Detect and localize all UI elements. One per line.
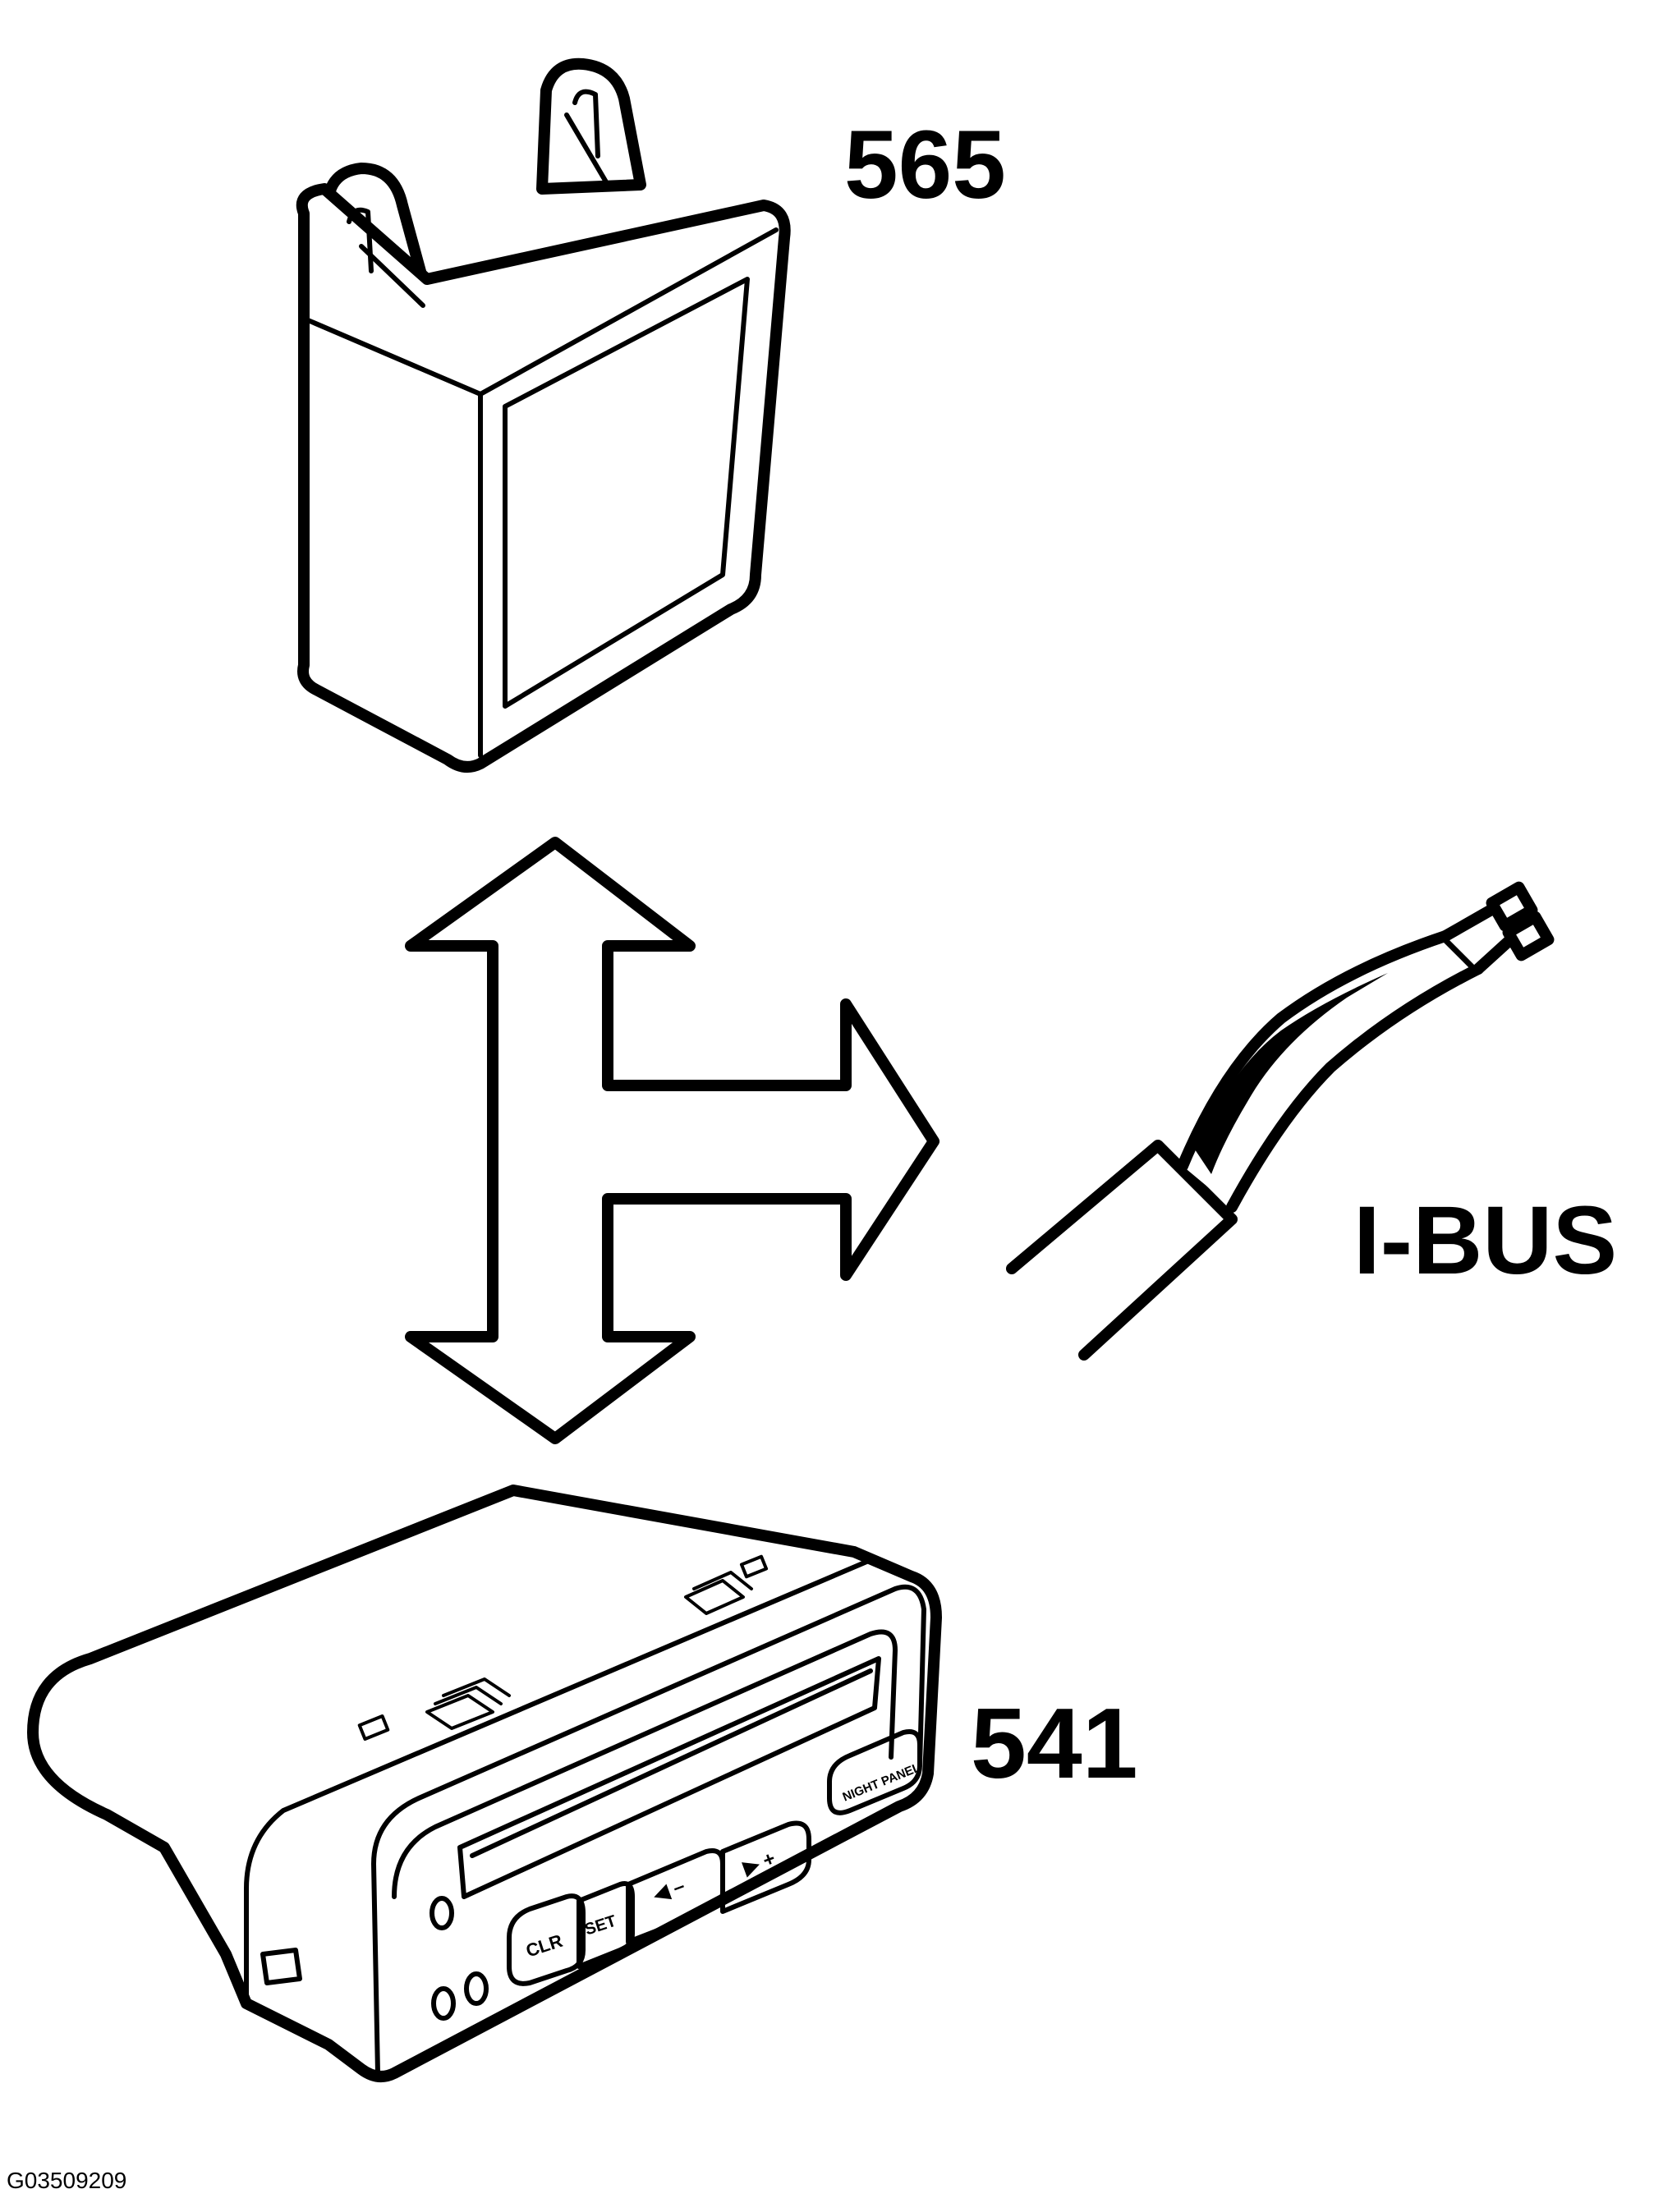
module-565-illustration bbox=[296, 57, 791, 773]
module-541-label: 541 bbox=[971, 1687, 1138, 1799]
figure-code: G03509209 bbox=[7, 2168, 127, 2193]
i-bus-label: I-BUS bbox=[1353, 1186, 1618, 1295]
i-bus-cable-illustration bbox=[1006, 881, 1555, 1361]
module-541-illustration: CLR SET ◀ – ▶ + NIGHT PANEL bbox=[27, 1485, 942, 2082]
module-565-label: 565 bbox=[844, 111, 1006, 219]
bus-arrow-illustration bbox=[405, 837, 939, 1444]
